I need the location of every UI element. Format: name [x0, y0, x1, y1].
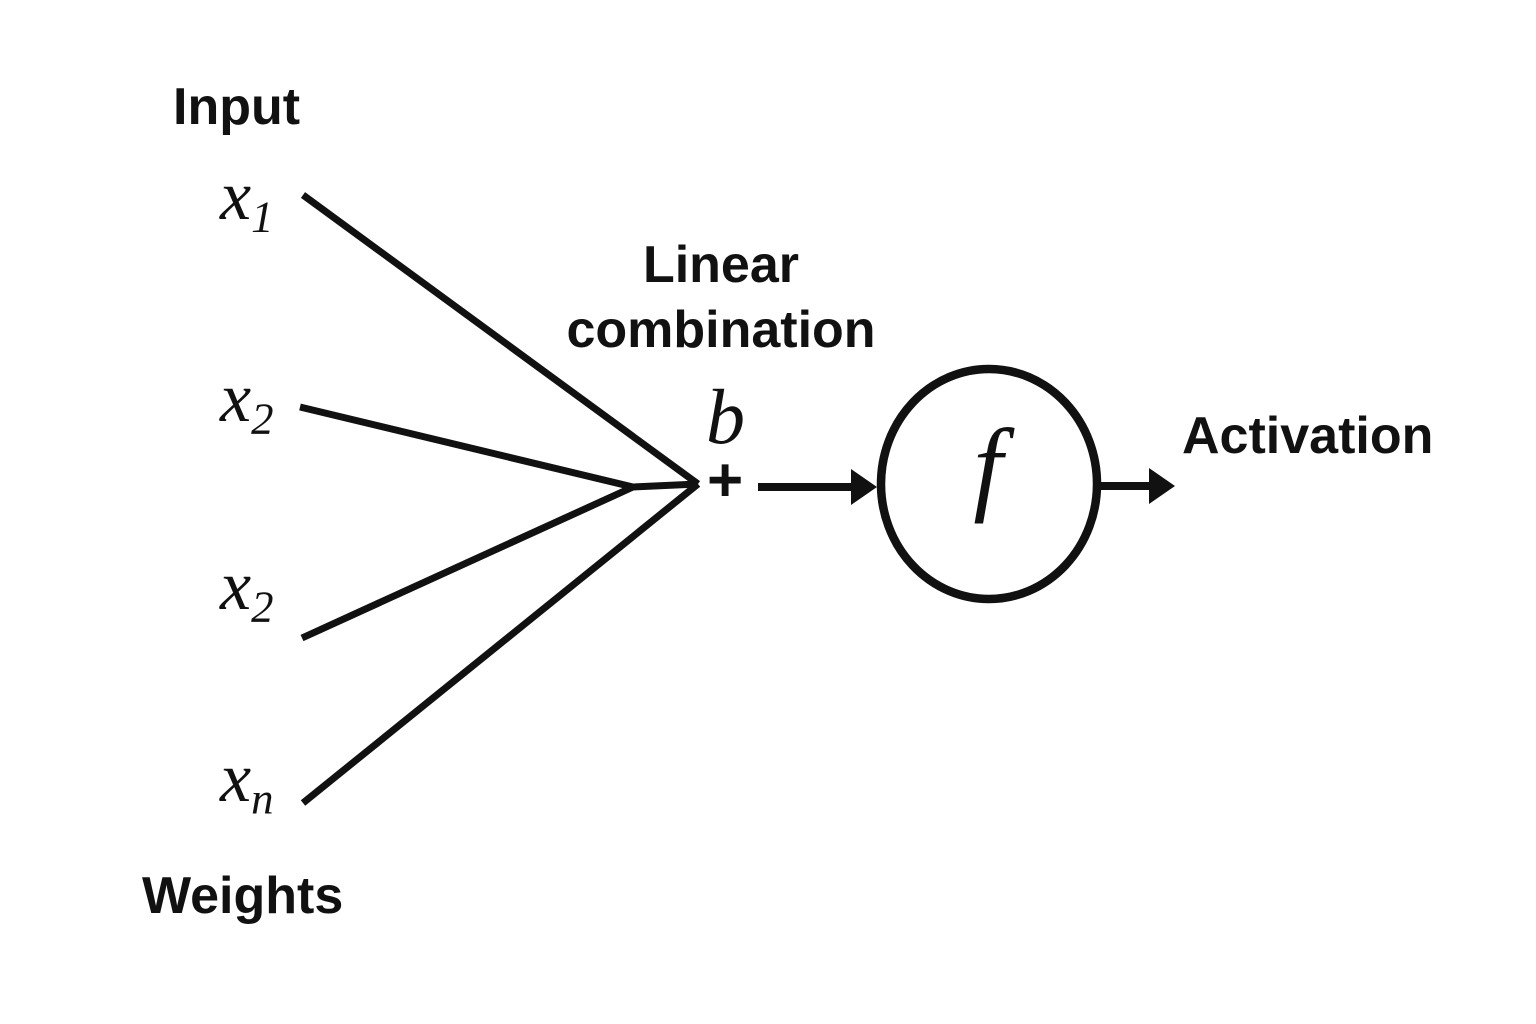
arrowhead-icon: [1149, 468, 1175, 504]
input-x2-base: x: [220, 360, 252, 437]
input-x3-base: x: [220, 548, 252, 625]
sum-symbol: +: [707, 446, 744, 515]
input-x2-label: x2: [220, 364, 273, 441]
arrowhead-icon: [851, 469, 877, 505]
input-x1-base: x: [220, 158, 252, 235]
input-x3-subscript: 2: [251, 581, 274, 632]
input-xn-label: xn: [220, 744, 273, 821]
input-x3-label: x2: [220, 552, 273, 629]
linear-combination-line2: combination: [566, 301, 876, 359]
input-x1-label: x1: [220, 162, 273, 239]
bias-label: b: [706, 373, 745, 460]
input-line-x2: [299, 403, 699, 491]
input-line-x3: [300, 483, 635, 642]
activation-label: Activation: [1182, 407, 1434, 465]
input-line-x1: [300, 192, 701, 487]
linear-combination-label: Linear combination: [566, 233, 875, 363]
function-symbol: f: [973, 407, 1003, 524]
input-xn-base: x: [220, 740, 252, 817]
weights-section-label: Weights: [142, 867, 344, 925]
input-section-label: Input: [173, 78, 301, 136]
linear-combination-line1: Linear: [642, 236, 800, 294]
input-x2-subscript: 2: [251, 393, 274, 444]
input-xn-subscript: n: [251, 773, 274, 824]
input-x1-subscript: 1: [251, 191, 274, 242]
input-line-xn: [300, 481, 701, 806]
